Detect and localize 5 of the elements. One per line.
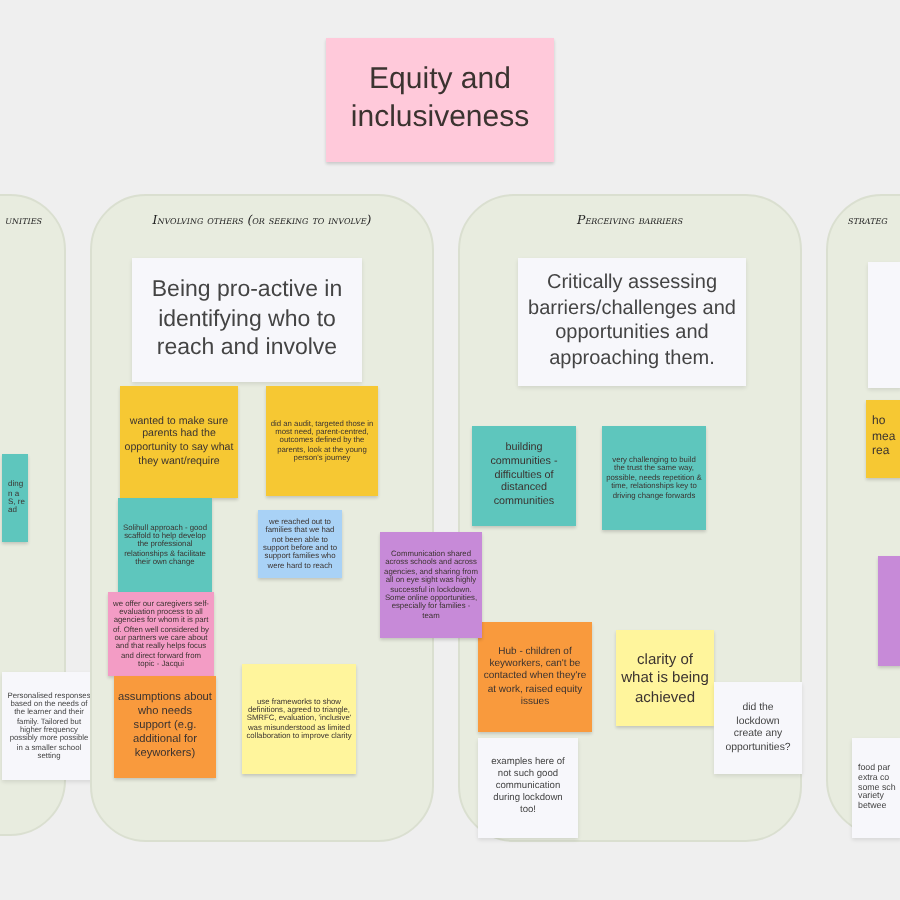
sticky-note: [878, 556, 900, 666]
note-card: Critically assessing barriers/challenges and opportunities and approaching them.: [518, 258, 746, 386]
note-card: Being pro-active in identifying who to reach and involve: [132, 258, 362, 382]
note-card: [868, 262, 900, 388]
title-note: Equity and inclusiveness: [326, 38, 554, 162]
